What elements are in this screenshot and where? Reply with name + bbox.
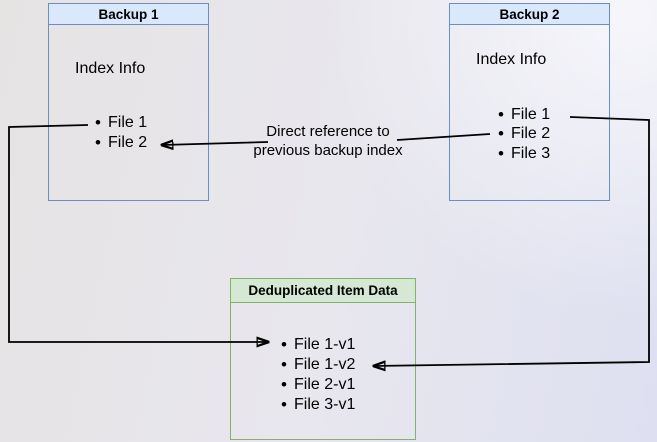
- node-backup1: Backup 1 Index Info • File 1 • File 2: [48, 3, 209, 201]
- backup1-index-info: Index Info: [75, 60, 146, 77]
- edge-label-line1: Direct reference to: [266, 123, 390, 140]
- backup1-header: Backup 1: [49, 4, 208, 25]
- list-item: • File 2: [88, 133, 147, 153]
- node-deduplicated-item-data: Deduplicated Item Data • File 1-v1 • Fil…: [230, 278, 416, 440]
- bullet-icon: •: [498, 104, 504, 124]
- bullet-icon: •: [281, 375, 287, 394]
- bullet-icon: •: [95, 113, 101, 132]
- bullet-icon: •: [281, 395, 287, 414]
- file-label: File 1: [511, 105, 551, 123]
- file-label: File 2: [108, 134, 148, 151]
- file-label: File 2-v1: [294, 376, 356, 393]
- list-item: • File 1: [88, 113, 147, 133]
- bullet-icon: •: [95, 133, 101, 152]
- list-item: • File 1-v2: [274, 355, 355, 375]
- file-label: File 1: [108, 114, 148, 131]
- file-label: File 3: [511, 144, 551, 162]
- backup2-file-list: • File 1 • File 2 • File 3: [491, 105, 550, 164]
- list-item: • File 2: [491, 124, 551, 145]
- list-item: • File 1: [491, 105, 550, 125]
- node-backup2: Backup 2 Index Info • File 1 • File 2 • …: [449, 3, 610, 201]
- dedup-item-list: • File 1-v1 • File 1-v2 • File 2-v1 • Fi…: [274, 335, 355, 415]
- backup1-file-list: • File 1 • File 2: [88, 113, 147, 153]
- bullet-icon: •: [281, 355, 287, 374]
- edge-label-line2: previous backup index: [253, 141, 403, 159]
- file-label: File 3-v1: [294, 396, 356, 413]
- list-item: • File 3: [491, 144, 550, 164]
- backup2-title: Backup 2: [499, 6, 560, 22]
- bullet-icon: •: [281, 335, 287, 354]
- dedup-title: Deduplicated Item Data: [248, 283, 398, 298]
- backup2-index-info: Index Info: [476, 51, 547, 68]
- dedup-header: Deduplicated Item Data: [231, 279, 415, 303]
- backup2-header: Backup 2: [450, 4, 609, 25]
- list-item: • File 2-v1: [274, 375, 355, 395]
- file-label: File 1-v2: [294, 356, 356, 373]
- backup1-title: Backup 1: [98, 6, 159, 22]
- bullet-icon: •: [498, 124, 504, 144]
- file-label: File 1-v1: [294, 336, 356, 353]
- list-item: • File 3-v1: [274, 395, 355, 415]
- file-label: File 2: [511, 125, 551, 143]
- list-item: • File 1-v1: [274, 335, 355, 355]
- bullet-icon: •: [498, 143, 504, 163]
- edge-label-direct-reference: Direct reference to previous backup inde…: [248, 123, 408, 160]
